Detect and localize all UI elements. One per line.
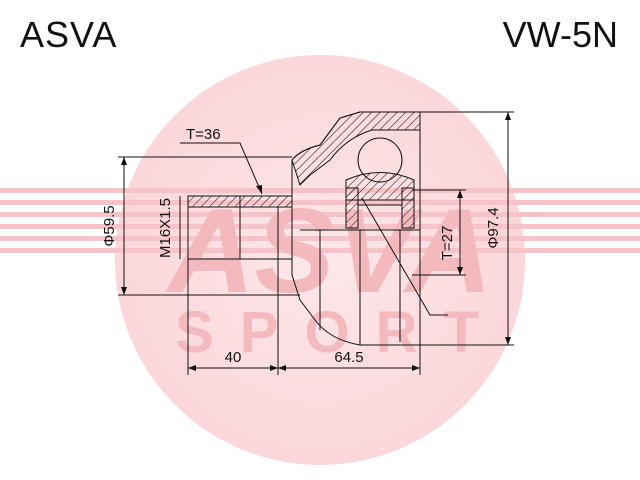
cage-left: [345, 187, 359, 229]
cage-right: [401, 187, 415, 229]
spline-top: [239, 195, 293, 208]
brand-name: ASVA: [20, 14, 118, 55]
label-thread: M16X1.5: [157, 198, 174, 258]
leader-center: [361, 197, 448, 316]
label-inner-teeth: T=27: [439, 226, 456, 261]
splined-shaft: [239, 206, 293, 260]
stub-thread-top: [187, 195, 241, 208]
label-shaft-length: 40: [225, 349, 242, 366]
part-number: VW-5N: [502, 14, 618, 55]
leader-outer-teeth: [180, 142, 263, 195]
label-outer-diameter: Φ97.4: [485, 207, 502, 248]
label-outer-teeth: T=36: [186, 126, 221, 143]
threaded-stub: [187, 206, 241, 260]
housing-hatch-top: [291, 111, 421, 186]
label-body-length: 64.5: [334, 349, 363, 366]
label-shaft-diameter: Φ59.5: [101, 205, 118, 246]
